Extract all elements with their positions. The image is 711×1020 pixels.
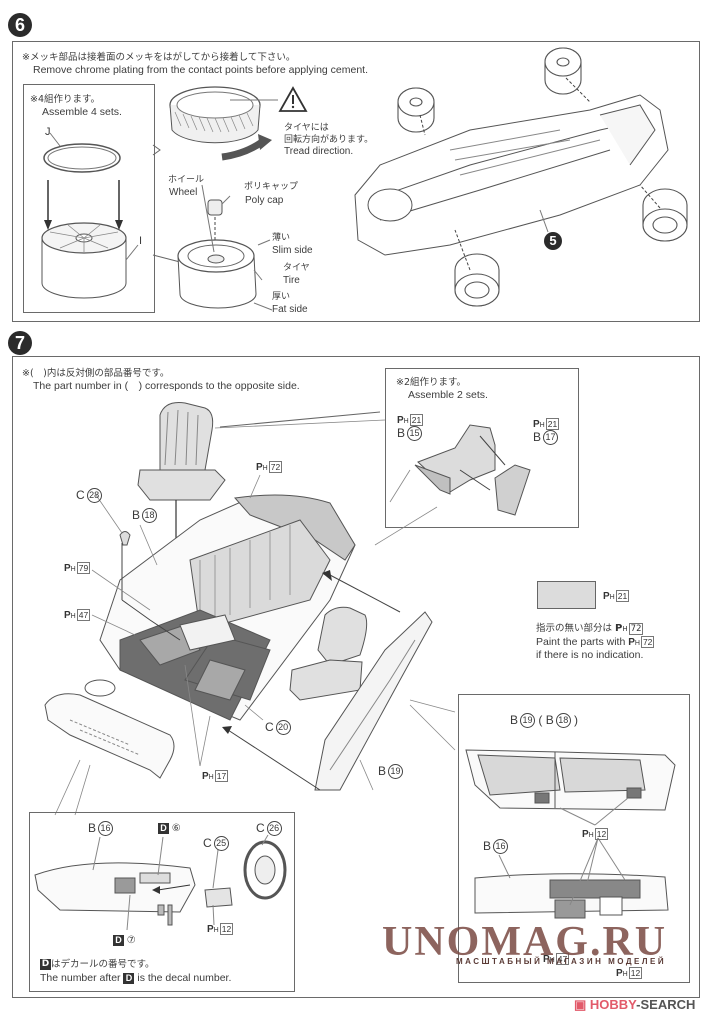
assemble-2-jp: ※2組作ります。 xyxy=(396,377,467,388)
door-detail-box xyxy=(458,694,690,983)
tire-tread-drawing xyxy=(169,86,272,161)
hobby-icon: ▣ xyxy=(574,997,590,1012)
decal-note-en: The number after D is the decal number. xyxy=(40,972,232,984)
door-panel-drawing xyxy=(314,611,433,791)
slim-en: Slim side xyxy=(272,245,313,256)
assemble-4-jp: ※4組作ります。 xyxy=(30,94,101,105)
chassis-wheels xyxy=(397,47,688,307)
chassis-step-5-ref: 5 xyxy=(544,232,562,250)
dashboard-assembly-drawing xyxy=(34,840,287,926)
door-detail-drawing xyxy=(465,749,676,811)
shift-knob-c28 xyxy=(119,531,131,546)
slim-jp: 薄い xyxy=(272,233,291,243)
wheel-jp: ホイール xyxy=(168,175,205,185)
tread-jp-1: タイヤには xyxy=(284,123,329,133)
decal-d7: D ⑦ xyxy=(113,935,136,946)
tire-jp: タイヤ xyxy=(283,263,310,273)
part-i-label: I xyxy=(139,235,143,247)
assembled-wheel-drawing xyxy=(177,239,257,309)
step-7-note-jp: ※( )内は反対側の部品番号です。 xyxy=(22,368,170,379)
car-interior-body xyxy=(99,494,356,721)
wheel-i-drawing xyxy=(41,222,139,299)
tread-jp-2: 回転方向があります。 xyxy=(284,135,374,145)
front-seat-right-drawing xyxy=(289,606,368,701)
dashboard-piece-drawing xyxy=(44,679,175,779)
wheel-en: Wheel xyxy=(169,187,198,198)
rim-ring-j xyxy=(43,143,121,173)
tire-en: Tire xyxy=(283,275,300,286)
unomag-watermark-sub: МАСШТАБНЫЙ МАГАЗИН МОДЕЛЕЙ xyxy=(456,957,667,966)
paint-swatch-h21 xyxy=(537,581,596,609)
unomag-watermark: UNOMAG.RU xyxy=(382,919,668,965)
polycap-jp: ポリキャップ xyxy=(244,182,299,192)
front-seat-drawing xyxy=(137,402,226,501)
fat-en: Fat side xyxy=(272,304,308,315)
step-7-note-en: The part number in ( ) corresponds to th… xyxy=(33,380,300,392)
step-7-badge: 7 xyxy=(8,331,32,355)
part-j-label: J xyxy=(45,126,51,138)
poly-cap-drawing xyxy=(207,199,223,216)
fat-jp: 厚い xyxy=(272,292,291,302)
step-6-note-jp: ※メッキ部品は接着面のメッキをはがしてから接着して下さい。 xyxy=(22,52,296,63)
dash-detail-drawing xyxy=(474,873,669,919)
step-6-note-en: Remove chrome plating from the contact p… xyxy=(33,64,369,76)
polycap-en: Poly cap xyxy=(245,195,284,206)
dashboard-detail-box xyxy=(29,812,295,992)
legend-note-en-2: if there is no indication. xyxy=(536,649,644,661)
assemble-2-en: Assemble 2 sets. xyxy=(408,389,488,401)
chassis-drawing xyxy=(354,94,669,256)
step-6-badge: 6 xyxy=(8,13,32,37)
rear-seat-part-drawing xyxy=(414,424,531,516)
assemble-4-en: Assemble 4 sets. xyxy=(42,106,122,118)
decal-d6: D ⑥ xyxy=(158,823,181,834)
hobby-search-logo: ▣ HOBBY-SEARCH xyxy=(574,997,696,1012)
tread-en: Tread direction. xyxy=(284,146,354,157)
